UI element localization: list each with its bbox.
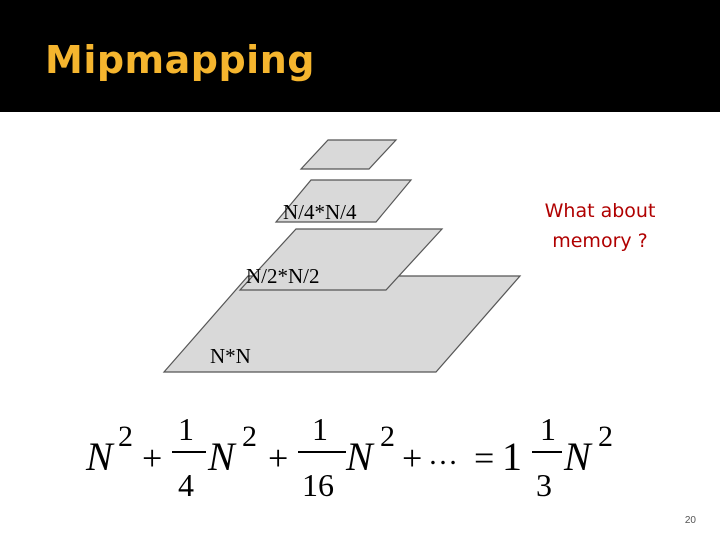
page-number: 20: [684, 515, 696, 526]
level-label-n2xn2: N/2*N/2: [246, 264, 320, 288]
formula-rhs-n: N: [563, 434, 593, 479]
mipmap-level-smallest: [299, 139, 398, 170]
formula-lhs-exp1: 2: [118, 420, 133, 453]
memory-question: What about memory ?: [520, 196, 680, 256]
formula-equals: =: [474, 438, 494, 478]
formula-plus3: +: [402, 438, 422, 478]
mipmap-level-n2xn2: [238, 228, 444, 291]
level-label-n4xn4: N/4*N/4: [283, 200, 357, 224]
formula-plus2: +: [268, 438, 288, 478]
question-line-2: memory ?: [552, 230, 648, 252]
formula-frac3-num: 1: [540, 411, 556, 447]
slide-title: Mipmapping: [45, 38, 315, 82]
title-bar: [0, 0, 720, 112]
mipmap-level-nxn: [162, 275, 522, 373]
formula-frac1-den: 4: [178, 467, 194, 503]
level-label-nxn: N*N: [210, 344, 251, 368]
formula-lhs-n2: N: [207, 434, 237, 479]
mipmap-level-n4xn4: [274, 179, 413, 223]
formula-rhs-exp: 2: [598, 420, 613, 453]
formula-plus1: +: [142, 438, 162, 478]
formula-frac2-den: 16: [302, 467, 334, 503]
formula-rhs-whole: 1: [502, 434, 522, 479]
formula-frac2-num: 1: [312, 411, 328, 447]
formula-lhs-exp3: 2: [380, 420, 395, 453]
formula-frac1-num: 1: [178, 411, 194, 447]
formula-lhs-exp2: 2: [242, 420, 257, 453]
formula-frac3-den: 3: [536, 467, 552, 503]
formula-lhs-n3: N: [345, 434, 375, 479]
formula-lhs-n1: N: [85, 434, 115, 479]
formula-ellipsis: …: [428, 438, 458, 471]
question-line-1: What about: [544, 200, 656, 222]
